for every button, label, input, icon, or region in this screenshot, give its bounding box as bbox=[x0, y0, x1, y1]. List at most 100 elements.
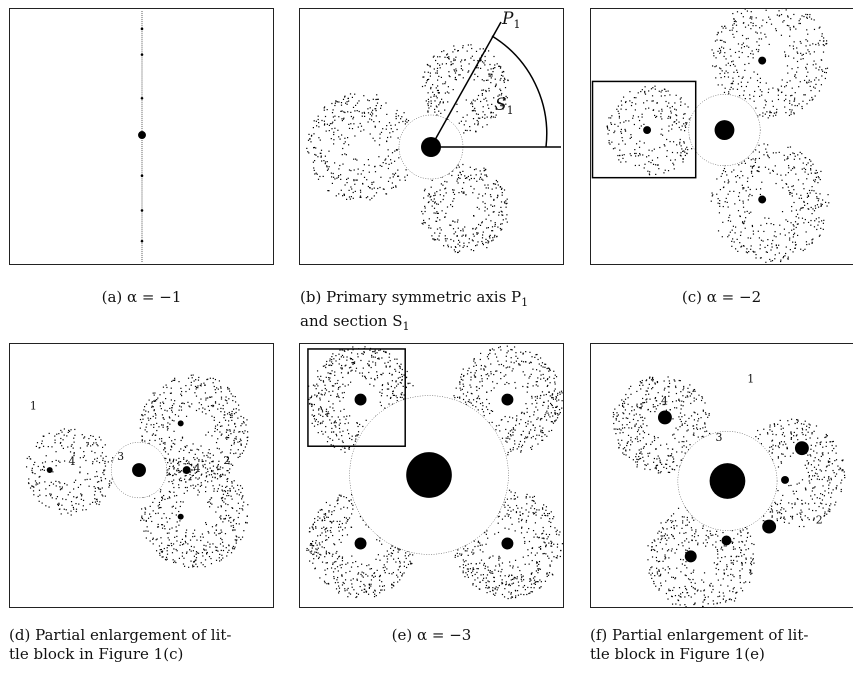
fractal-speck bbox=[232, 399, 234, 402]
fractal-speck bbox=[423, 197, 425, 199]
fractal-speck bbox=[542, 427, 544, 429]
fractal-speck bbox=[773, 235, 775, 237]
fractal-speck bbox=[729, 231, 731, 233]
fractal-speck bbox=[458, 74, 460, 76]
fractal-speck bbox=[515, 360, 517, 362]
fractal-speck bbox=[65, 509, 67, 511]
fractal-speck bbox=[806, 16, 808, 18]
fractal-speck bbox=[200, 482, 202, 484]
fractal-speck bbox=[801, 153, 803, 155]
fractal-speck bbox=[392, 394, 394, 397]
fractal-speck bbox=[385, 365, 387, 367]
fractal-speck bbox=[487, 242, 489, 244]
fractal-speck bbox=[238, 494, 240, 496]
fractal-speck bbox=[484, 210, 486, 212]
fractal-speck bbox=[525, 425, 527, 427]
fractal-speck bbox=[525, 436, 527, 438]
fractal-speck bbox=[98, 480, 100, 483]
fractal-speck bbox=[378, 576, 381, 578]
fractal-speck bbox=[822, 228, 824, 230]
fractal-speck bbox=[96, 498, 98, 500]
fractal-speck bbox=[488, 73, 490, 75]
fractal-speck bbox=[732, 24, 734, 26]
fractal-speck bbox=[334, 374, 336, 376]
fractal-speck bbox=[376, 94, 378, 96]
fractal-speck bbox=[394, 368, 396, 371]
fractal-speck bbox=[404, 179, 406, 181]
fractal-speck bbox=[811, 96, 813, 99]
fractal-speck bbox=[727, 72, 729, 74]
fractal-speck bbox=[227, 436, 229, 439]
fractal-speck bbox=[347, 587, 349, 590]
fractal-speck bbox=[427, 201, 429, 204]
fractal-speck bbox=[144, 440, 146, 442]
fractal-speck bbox=[806, 13, 809, 16]
fractal-speck bbox=[186, 459, 188, 462]
fractal-speck bbox=[207, 530, 209, 533]
fractal-speck bbox=[338, 523, 340, 526]
fractal-speck bbox=[541, 435, 543, 438]
fractal-speck bbox=[482, 201, 484, 203]
fractal-speck bbox=[222, 490, 224, 492]
fractal-speck bbox=[386, 555, 388, 557]
fractal-speck bbox=[519, 440, 522, 443]
fractal-speck bbox=[823, 44, 825, 47]
fractal-speck bbox=[767, 238, 769, 241]
fractal-speck bbox=[432, 56, 434, 58]
fractal-speck bbox=[227, 470, 229, 472]
fractal-speck bbox=[319, 509, 321, 511]
fractal-speck bbox=[803, 94, 805, 96]
fractal-speck bbox=[111, 460, 113, 462]
fractal-speck bbox=[618, 159, 620, 161]
fractal-speck bbox=[486, 247, 488, 249]
fractal-speck bbox=[472, 240, 474, 242]
fractal-speck bbox=[498, 94, 500, 96]
fractal-speck bbox=[388, 553, 390, 555]
fractal-speck bbox=[164, 441, 166, 444]
fractal-speck bbox=[341, 154, 343, 156]
fractal-speck bbox=[233, 413, 236, 415]
fractal-speck bbox=[330, 431, 333, 433]
fractal-speck bbox=[326, 415, 328, 417]
fractal-speck bbox=[229, 430, 231, 432]
fractal-speck bbox=[92, 435, 94, 437]
fractal-speck bbox=[470, 103, 472, 105]
fractal-speck bbox=[99, 491, 102, 493]
fractal-speck bbox=[390, 396, 392, 399]
fractal-speck bbox=[740, 85, 743, 88]
fractal-speck bbox=[498, 364, 500, 366]
fractal-speck bbox=[503, 375, 505, 377]
fractal-speck bbox=[515, 420, 518, 422]
fractal-speck bbox=[73, 488, 75, 490]
fractal-speck bbox=[234, 401, 237, 403]
fractal-speck bbox=[185, 531, 187, 534]
fractal-speck bbox=[38, 500, 40, 502]
fractal-speck bbox=[383, 555, 385, 557]
fractal-speck bbox=[347, 111, 349, 113]
fractal-speck bbox=[427, 79, 429, 81]
fractal-speck bbox=[218, 468, 220, 470]
fractal-speck bbox=[536, 402, 538, 404]
fractal-speck bbox=[51, 497, 53, 499]
fractal-speck bbox=[755, 253, 757, 256]
fractal-speck bbox=[184, 445, 186, 448]
fractal-speck bbox=[733, 36, 735, 38]
fractal-speck bbox=[242, 421, 245, 423]
fractal-speck bbox=[735, 181, 737, 183]
fractal-alpha-minus-3 bbox=[306, 345, 563, 600]
fractal-speck bbox=[460, 68, 462, 70]
fractal-speck bbox=[711, 192, 713, 194]
fractal-speck bbox=[753, 95, 755, 97]
fractal-speck bbox=[341, 440, 344, 442]
fractal-speck bbox=[477, 409, 479, 411]
fractal-speck bbox=[333, 446, 336, 448]
fractal-speck bbox=[387, 180, 390, 182]
fractal-speck bbox=[308, 133, 310, 135]
fractal-speck bbox=[101, 452, 103, 454]
fractal-speck bbox=[216, 447, 218, 449]
fractal-speck bbox=[178, 487, 180, 489]
fractal-speck bbox=[325, 376, 327, 378]
fractal-speck bbox=[484, 64, 486, 66]
fractal-speck bbox=[171, 404, 174, 407]
fractal-speck bbox=[102, 472, 104, 474]
